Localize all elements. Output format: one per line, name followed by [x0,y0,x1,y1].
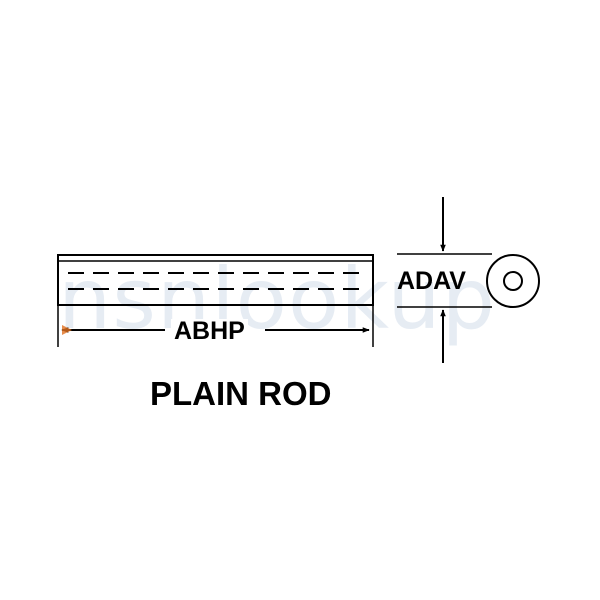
diameter-label: ADAV [397,267,466,295]
length-label: ABHP [171,319,248,344]
diagram-title: PLAIN ROD [150,375,332,412]
orange-marker [62,325,72,335]
rod-end-outer-circle [486,254,540,308]
rod-outline [57,254,374,306]
rod-end-inner-circle [503,271,523,291]
